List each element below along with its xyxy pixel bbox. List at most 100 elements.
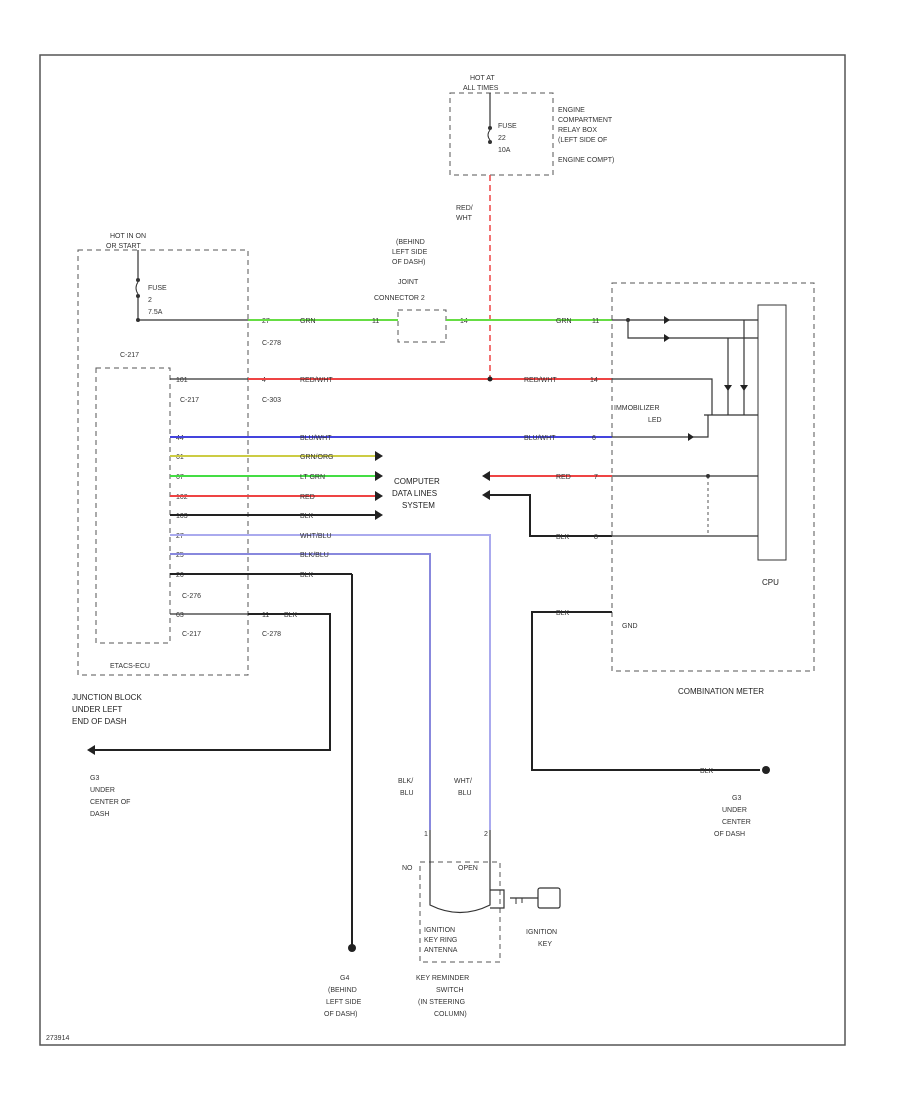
- key-no: NO: [402, 865, 413, 872]
- grn-j-pin-l: 11: [372, 318, 379, 325]
- key-title-3: (IN STEERING: [418, 999, 465, 1006]
- relay-fuse-line-2: 22: [498, 135, 506, 142]
- redwht-pin-jb: 101: [176, 377, 188, 384]
- immobilizer-2: LED: [648, 417, 662, 424]
- computer-data-3: SYSTEM: [402, 501, 435, 510]
- lower-color-2: BLK/BLU: [300, 552, 329, 559]
- grn-conn: C-278: [262, 340, 281, 347]
- grn-pin-left: 27: [262, 318, 270, 325]
- g3-right-color: BLK: [700, 768, 714, 775]
- fuse-left-2: 2: [148, 297, 152, 304]
- key-inner-3: ANTENNA: [424, 947, 458, 954]
- key-inner-1: IGNITION: [424, 927, 455, 934]
- g3-right-1: G3: [732, 795, 741, 802]
- blk-right-color: BLK: [556, 534, 570, 541]
- hot-run-line-1: HOT IN ON: [110, 233, 146, 240]
- redwht-color-1: RED/WHT: [300, 377, 333, 384]
- grn-circuit: 27 GRN C-278 11 14 GRN 11: [138, 318, 612, 347]
- computer-data-1: COMPUTER: [394, 477, 440, 486]
- etacs-label: ETACS-ECU: [110, 663, 150, 670]
- data-color-2: LT GRN: [300, 474, 325, 481]
- blk-blu-lbl-2: BLU: [400, 790, 414, 797]
- redwht-pin: 4: [262, 377, 266, 384]
- joint-line-4: JOINT: [398, 279, 419, 286]
- blk-right-pin: 8: [594, 534, 598, 541]
- data-lines: 61 GRN/ORG 67 LT GRN 102 RED 103 BLK COM…: [170, 451, 490, 520]
- key-title-4: COLUMN): [434, 1011, 467, 1018]
- g3-left-4: DASH: [90, 811, 109, 818]
- meter-ground: BLK BLK G3 UNDER CENTER OF DASH: [531, 610, 770, 838]
- grn-color-1: GRN: [300, 318, 316, 325]
- relay-fuse-line-1: FUSE: [498, 123, 517, 130]
- blu-wht-circuit: 44 BLU/WHT BLU/WHT 6: [170, 435, 612, 442]
- data-color-3: RED: [300, 494, 315, 501]
- lower-circuits: 27 WHT/BLU 25 BLK/BLU 26 BLK C-276 C-217…: [87, 533, 491, 952]
- g4-4: OF DASH): [324, 1011, 357, 1018]
- data-pin-2: 67: [176, 474, 184, 481]
- red-right-pin: 7: [594, 474, 598, 481]
- wht-blu-lbl-1: WHT/: [454, 778, 472, 785]
- diagram-frame: [39, 54, 846, 1046]
- jb-title-1: JUNCTION BLOCK: [72, 693, 142, 702]
- blu-color-2: BLU/WHT: [524, 435, 556, 442]
- combo-meter-label: COMBINATION METER: [678, 687, 764, 696]
- engine-relay-box: HOT AT ALL TIMES FUSE 22 10A ENGINE COMP…: [449, 75, 614, 176]
- joint-connector-label: (BEHIND LEFT SIDE OF DASH) JOINT CONNECT…: [374, 239, 447, 343]
- cpu-box: [757, 304, 787, 561]
- jb-title-3: END OF DASH: [72, 717, 127, 726]
- data-pin-3: 102: [176, 494, 188, 501]
- gnd-row-color: BLK: [284, 612, 298, 619]
- relay-desc-5: ENGINE COMPT): [558, 157, 614, 164]
- key-pin-1: 1: [424, 831, 428, 838]
- wht-blu-lbl-2: BLU: [458, 790, 472, 797]
- gnd-row-conn: C-278: [262, 631, 281, 638]
- redwht-pin-r: 14: [590, 377, 598, 384]
- computer-data-2: DATA LINES: [392, 489, 437, 498]
- red-right-color: RED: [556, 474, 571, 481]
- key-label-1: IGNITION: [526, 929, 557, 936]
- c276-label: C-276: [182, 593, 201, 600]
- g4-3: LEFT SIDE: [326, 999, 362, 1006]
- fuse-left-3: 7.5A: [148, 309, 163, 316]
- g3-right-2: UNDER: [722, 807, 747, 814]
- relay-desc-2: COMPARTMENT: [558, 117, 613, 124]
- joint-line-2: LEFT SIDE: [392, 249, 428, 256]
- joint-line-1: (BEHIND: [396, 239, 425, 246]
- gnd-row-pin-m: 11: [262, 612, 269, 619]
- data-color-1: GRN/ORG: [300, 454, 333, 461]
- joint-line-5: CONNECTOR 2: [374, 295, 425, 302]
- redwht-conn: C-303: [262, 397, 281, 404]
- data-color-4: BLK: [300, 513, 314, 520]
- cpu-label: CPU: [762, 578, 779, 587]
- immobilizer-1: IMMOBILIZER: [614, 405, 660, 412]
- data-pin-1: 61: [176, 454, 184, 461]
- gnd-row-pin-l: 63: [176, 612, 184, 619]
- g3-right-3: CENTER: [722, 819, 751, 826]
- g4-1: G4: [340, 975, 349, 982]
- relay-desc-3: RELAY BOX: [558, 127, 597, 134]
- lower-color-3: BLK: [300, 572, 314, 579]
- blu-color-1: BLU/WHT: [300, 435, 332, 442]
- combination-meter: CPU IMMOBILIZER LED GND COMBINATION METE…: [611, 282, 815, 696]
- grn-pin-r: 11: [592, 318, 599, 325]
- key-title-1: KEY REMINDER: [416, 975, 469, 982]
- relay-fuse-line-3: 10A: [498, 147, 511, 154]
- jb-title-2: UNDER LEFT: [72, 705, 122, 714]
- g3-left-3: CENTER OF: [90, 799, 130, 806]
- grn-j-pin-r: 14: [460, 318, 468, 325]
- g3-left-2: UNDER: [90, 787, 115, 794]
- junction-block: HOT IN ON OR START FUSE 2 7.5A C-217 ETA…: [72, 233, 249, 726]
- gnd-meter-color: BLK: [556, 610, 570, 617]
- lower-color-1: WHT/BLU: [300, 533, 332, 540]
- red-wht-circuit: 101 C-217 4 RED/WHT C-303 RED/WHT 14: [170, 376, 612, 404]
- key-pin-2: 2: [484, 831, 488, 838]
- key-reminder-switch: 1 2 NO OPEN IGNITION KEY RING ANTENNA IG…: [402, 830, 561, 1018]
- relay-desc-1: ENGINE: [558, 107, 585, 114]
- red-wht-top-2: WHT: [456, 215, 473, 222]
- blk-blu-lbl-1: BLK/: [398, 778, 413, 785]
- footer-id: 273914: [46, 1035, 69, 1042]
- lower-pin-1: 27: [176, 533, 184, 540]
- relay-desc-4: (LEFT SIDE OF: [558, 137, 607, 144]
- g3-right-4: OF DASH: [714, 831, 745, 838]
